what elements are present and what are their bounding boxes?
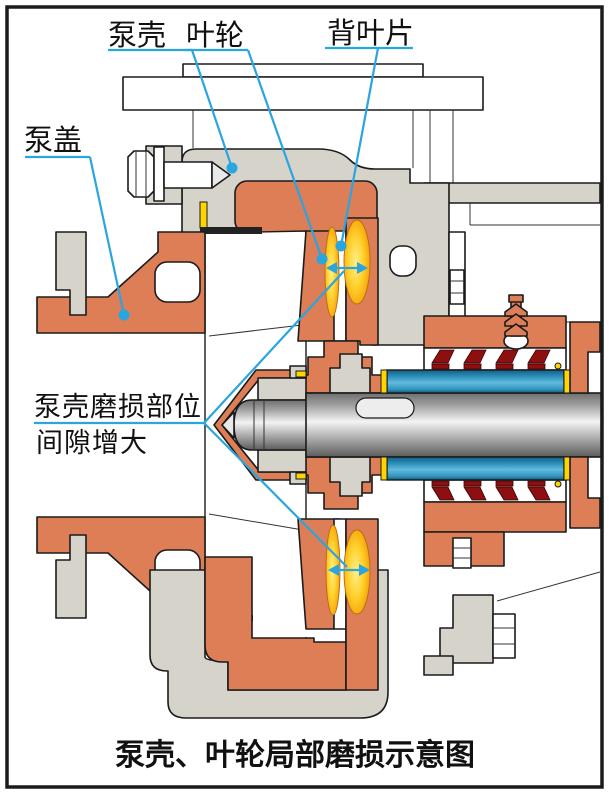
seal-gland-upper	[423, 315, 567, 349]
diagram-caption: 泵壳、叶轮局部磨损示意图	[115, 738, 475, 773]
end-cap-upper	[569, 321, 601, 394]
clearance-arrow-upper	[326, 262, 368, 274]
bearing-seals-upper	[431, 349, 562, 370]
cover-bolt	[127, 145, 231, 205]
casing-recess	[389, 245, 417, 277]
label-pump-casing: 泵壳	[108, 18, 166, 52]
leader-wear-note	[34, 270, 348, 568]
label-back-vane: 背叶片	[327, 16, 414, 50]
cone-nose	[213, 365, 307, 485]
clearance-arrow-lower	[328, 564, 370, 576]
leader-impeller	[185, 48, 328, 265]
shaft-sleeves	[380, 369, 571, 481]
suction-flange	[122, 63, 484, 183]
volute-bottom	[149, 548, 389, 719]
shaft-keyway	[355, 397, 415, 419]
label-impeller: 叶轮	[186, 18, 244, 52]
seal-gland-lower	[423, 501, 567, 533]
bracket-foot	[423, 537, 516, 676]
gasket-strip	[199, 201, 208, 229]
shaft-shape	[305, 392, 602, 458]
leader-pump-casing	[108, 48, 238, 174]
grease-nipple	[503, 294, 529, 350]
label-wear-note-line1: 泵壳磨损部位	[34, 392, 202, 423]
leader-pump-cover	[25, 155, 130, 321]
wear-ring	[200, 227, 262, 234]
annotations: 泵壳 叶轮 背叶片 泵盖 泵壳磨损部位 间隙增大 泵壳、叶轮局部磨损示意图	[24, 16, 475, 773]
end-cap-lower	[569, 456, 601, 529]
leader-back-vane	[325, 46, 413, 252]
shaft-nut	[221, 399, 309, 451]
label-wear-note-line2: 间隙增大	[36, 428, 148, 459]
bracket-bolt	[449, 269, 465, 305]
label-pump-cover: 泵盖	[24, 123, 82, 157]
bearing-seals-lower	[431, 480, 562, 501]
